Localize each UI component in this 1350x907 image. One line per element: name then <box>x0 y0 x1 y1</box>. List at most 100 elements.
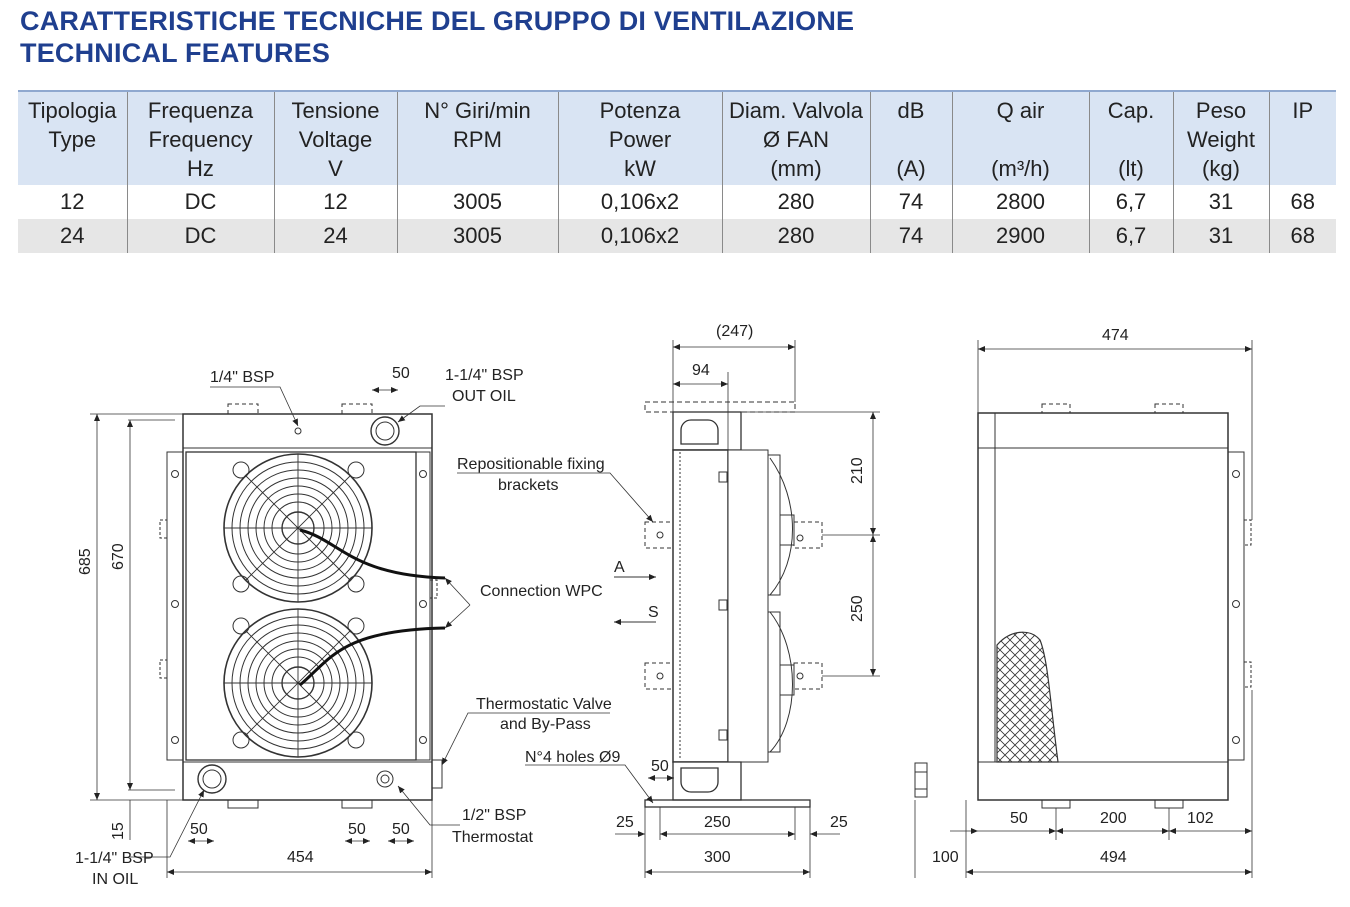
header-line: Type <box>48 127 97 152</box>
table-cell: 68 <box>1269 219 1336 253</box>
dim-670: 670 <box>110 543 127 570</box>
table-cell: 6,7 <box>1089 185 1174 219</box>
header-line: IP <box>1292 98 1314 123</box>
table-cell: 0,106x2 <box>558 185 723 219</box>
dim-50-top: 50 <box>392 365 410 382</box>
fixing-brackets-label-1: Repositionable fixing <box>457 456 605 473</box>
table-cell: DC <box>127 219 275 253</box>
table-cell: 12 <box>274 185 398 219</box>
header-line: Tipologia <box>28 98 117 123</box>
fan-top-icon <box>223 453 373 603</box>
title-english: TECHNICAL FEATURES <box>20 38 331 68</box>
thermo-valve-label-2: and By-Pass <box>500 716 591 733</box>
arrow-a-label: A <box>614 559 625 576</box>
bsp-top-label: 1/4" BSP <box>210 369 274 386</box>
table-header-cell: IP <box>1269 90 1336 185</box>
front-view: 1/4" BSP 50 1-1/4" BSP OUT OIL 685 670 1… <box>75 365 612 888</box>
table-cell: 74 <box>870 185 953 219</box>
table-cell: 74 <box>870 219 953 253</box>
dim-247: (247) <box>716 323 753 340</box>
thermostat-label-1: 1/2" BSP <box>462 807 526 824</box>
in-oil-label-2: IN OIL <box>92 871 138 888</box>
table-header-cell: Cap. (lt) <box>1089 90 1174 185</box>
table-cell: 280 <box>722 219 871 253</box>
header-line: (A) <box>896 156 926 181</box>
header-line: Peso <box>1195 98 1247 123</box>
dim-25-left: 25 <box>616 814 634 831</box>
dim-15: 15 <box>110 822 127 840</box>
header-line: Potenza <box>599 98 681 123</box>
dim-494: 494 <box>1100 849 1127 866</box>
header-line: RPM <box>453 127 502 152</box>
header-line: (mm) <box>770 156 822 181</box>
header-line: Voltage <box>298 127 373 152</box>
out-oil-label-1: 1-1/4" BSP <box>445 367 524 384</box>
table-cell: 12 <box>18 185 128 219</box>
table-cell: 0,106x2 <box>558 219 723 253</box>
table-cell: 280 <box>722 185 871 219</box>
dim-102: 102 <box>1187 810 1214 827</box>
dim-100: 100 <box>932 849 959 866</box>
title-italian: CARATTERISTICHE TECNICHE DEL GRUPPO DI V… <box>20 6 855 36</box>
in-oil-label-1: 1-1/4" BSP <box>75 850 154 867</box>
header-line: Power <box>608 127 672 152</box>
header-line: dB <box>897 98 925 123</box>
dim-50-right: 50 <box>392 821 410 838</box>
table-cell: 3005 <box>397 219 559 253</box>
dim-300: 300 <box>704 849 731 866</box>
header-line: (lt) <box>1118 156 1144 181</box>
table-cell: 2900 <box>952 219 1090 253</box>
table-cell: 31 <box>1173 185 1270 219</box>
dim-50-back: 50 <box>1010 810 1028 827</box>
fan-bottom-icon <box>223 608 373 758</box>
table-cell: 3005 <box>397 185 559 219</box>
dim-25-right: 25 <box>830 814 848 831</box>
dim-50-side: 50 <box>651 758 669 775</box>
dim-474: 474 <box>1102 327 1129 344</box>
dim-200: 200 <box>1100 810 1127 827</box>
table-cell: 2800 <box>952 185 1090 219</box>
table-header-cell: dB (A) <box>870 90 953 185</box>
header-line: Ø FAN <box>762 127 829 152</box>
dim-210: 210 <box>849 457 866 484</box>
table-cell: 6,7 <box>1089 219 1174 253</box>
dim-454: 454 <box>287 849 314 866</box>
header-line: N° Giri/min <box>424 98 531 123</box>
table-cell: 24 <box>18 219 128 253</box>
header-line: Cap. <box>1107 98 1155 123</box>
dim-50-mid: 50 <box>348 821 366 838</box>
header-line: V <box>328 156 343 181</box>
out-oil-label-2: OUT OIL <box>452 388 516 405</box>
table-header-cell: Diam. Valvola Ø FAN (mm) <box>722 90 871 185</box>
header-line: Frequenza <box>147 98 254 123</box>
dim-250-horizontal: 250 <box>704 814 731 831</box>
table-header-cell: Q air (m³/h) <box>952 90 1090 185</box>
table-cell: 24 <box>274 219 398 253</box>
back-view: 474 50 200 102 100 494 <box>914 327 1253 878</box>
dim-685: 685 <box>77 548 94 575</box>
header-line: (kg) <box>1202 156 1240 181</box>
dim-50-left: 50 <box>190 821 208 838</box>
table-cell: 68 <box>1269 185 1336 219</box>
header-line: Diam. Valvola <box>728 98 864 123</box>
header-line: (m³/h) <box>991 156 1050 181</box>
header-line: Weight <box>1186 127 1256 152</box>
dim-250-vertical: 250 <box>849 595 866 622</box>
header-line: Q air <box>996 98 1045 123</box>
side-view: (247) 94 Repositionable fixing brackets … <box>457 323 880 878</box>
thermo-valve-label-1: Thermostatic Valve <box>476 696 612 713</box>
header-line: kW <box>624 156 656 181</box>
dim-94: 94 <box>692 362 710 379</box>
